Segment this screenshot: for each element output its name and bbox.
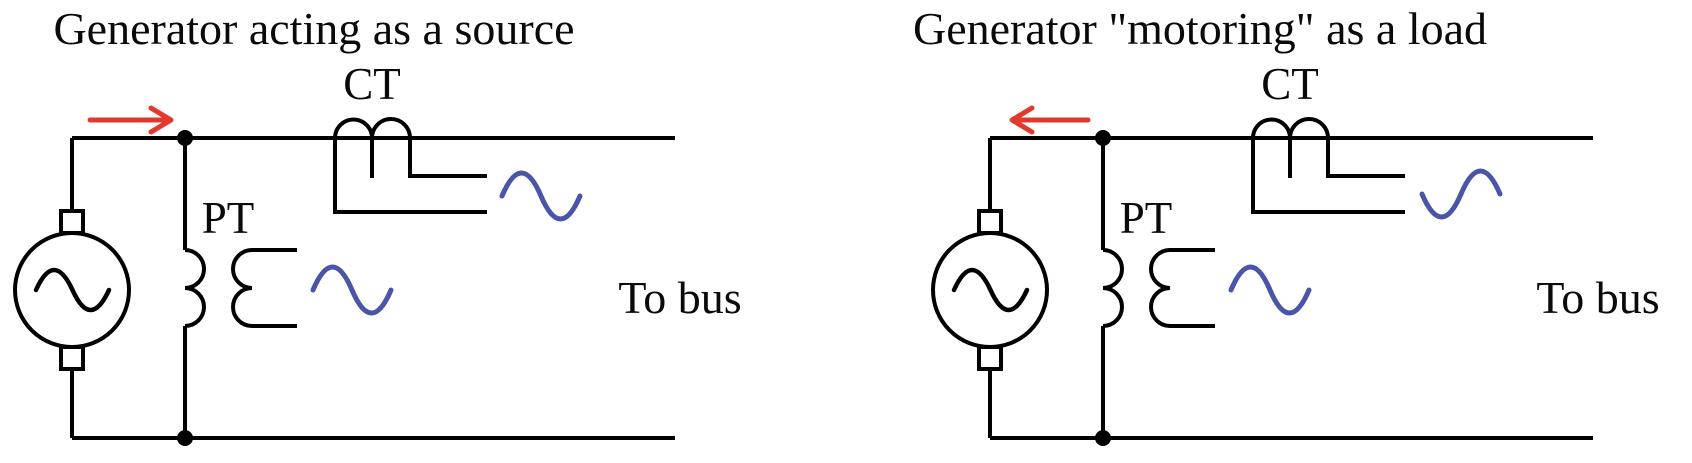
- pt-secondary-coil: [231, 248, 297, 328]
- current-arrow-left-icon: [1009, 105, 1091, 135]
- pt-secondary-coil: [1149, 248, 1215, 328]
- generator-top-terminal: [59, 209, 85, 235]
- to-bus-label: To bus: [1536, 272, 1659, 323]
- pt-primary-coil: [1102, 248, 1124, 328]
- ct-secondary-upper-lead: [1326, 138, 1405, 178]
- ct-label: CT: [1261, 59, 1319, 109]
- generator-top-terminal: [977, 209, 1003, 235]
- pt-label: PT: [202, 193, 255, 243]
- generator-bottom-terminal: [977, 345, 1003, 371]
- ct-current-wave-icon: [499, 170, 583, 222]
- ct-current-wave-inverted-icon: [1419, 168, 1503, 220]
- pt-label: PT: [1120, 193, 1173, 243]
- diagram-title: Generator "motoring" as a load: [913, 3, 1487, 54]
- diagram-generator-motoring-as-load: Generator "motoring" as a load: [913, 3, 1660, 446]
- ct-label: CT: [343, 59, 401, 109]
- diagram-title: Generator acting as a source: [53, 3, 574, 54]
- pt-primary-coil: [184, 248, 206, 328]
- ac-source-sine-icon: [951, 267, 1030, 313]
- current-arrow-right-icon: [87, 105, 174, 135]
- pt-voltage-wave-icon: [310, 264, 394, 316]
- ct-secondary-upper-lead: [408, 138, 487, 178]
- pt-voltage-wave-icon: [1228, 264, 1312, 316]
- diagram-generator-as-source: Generator acting as a source: [13, 3, 742, 446]
- generator-bottom-terminal: [59, 345, 85, 371]
- ct-secondary-lower-lead: [1251, 138, 1405, 214]
- ct-primary-arcs: [333, 117, 412, 139]
- ac-source-sine-icon: [33, 267, 112, 313]
- to-bus-label: To bus: [618, 272, 741, 323]
- ct-secondary-lower-lead: [333, 138, 487, 214]
- ct-primary-arcs: [1251, 117, 1330, 139]
